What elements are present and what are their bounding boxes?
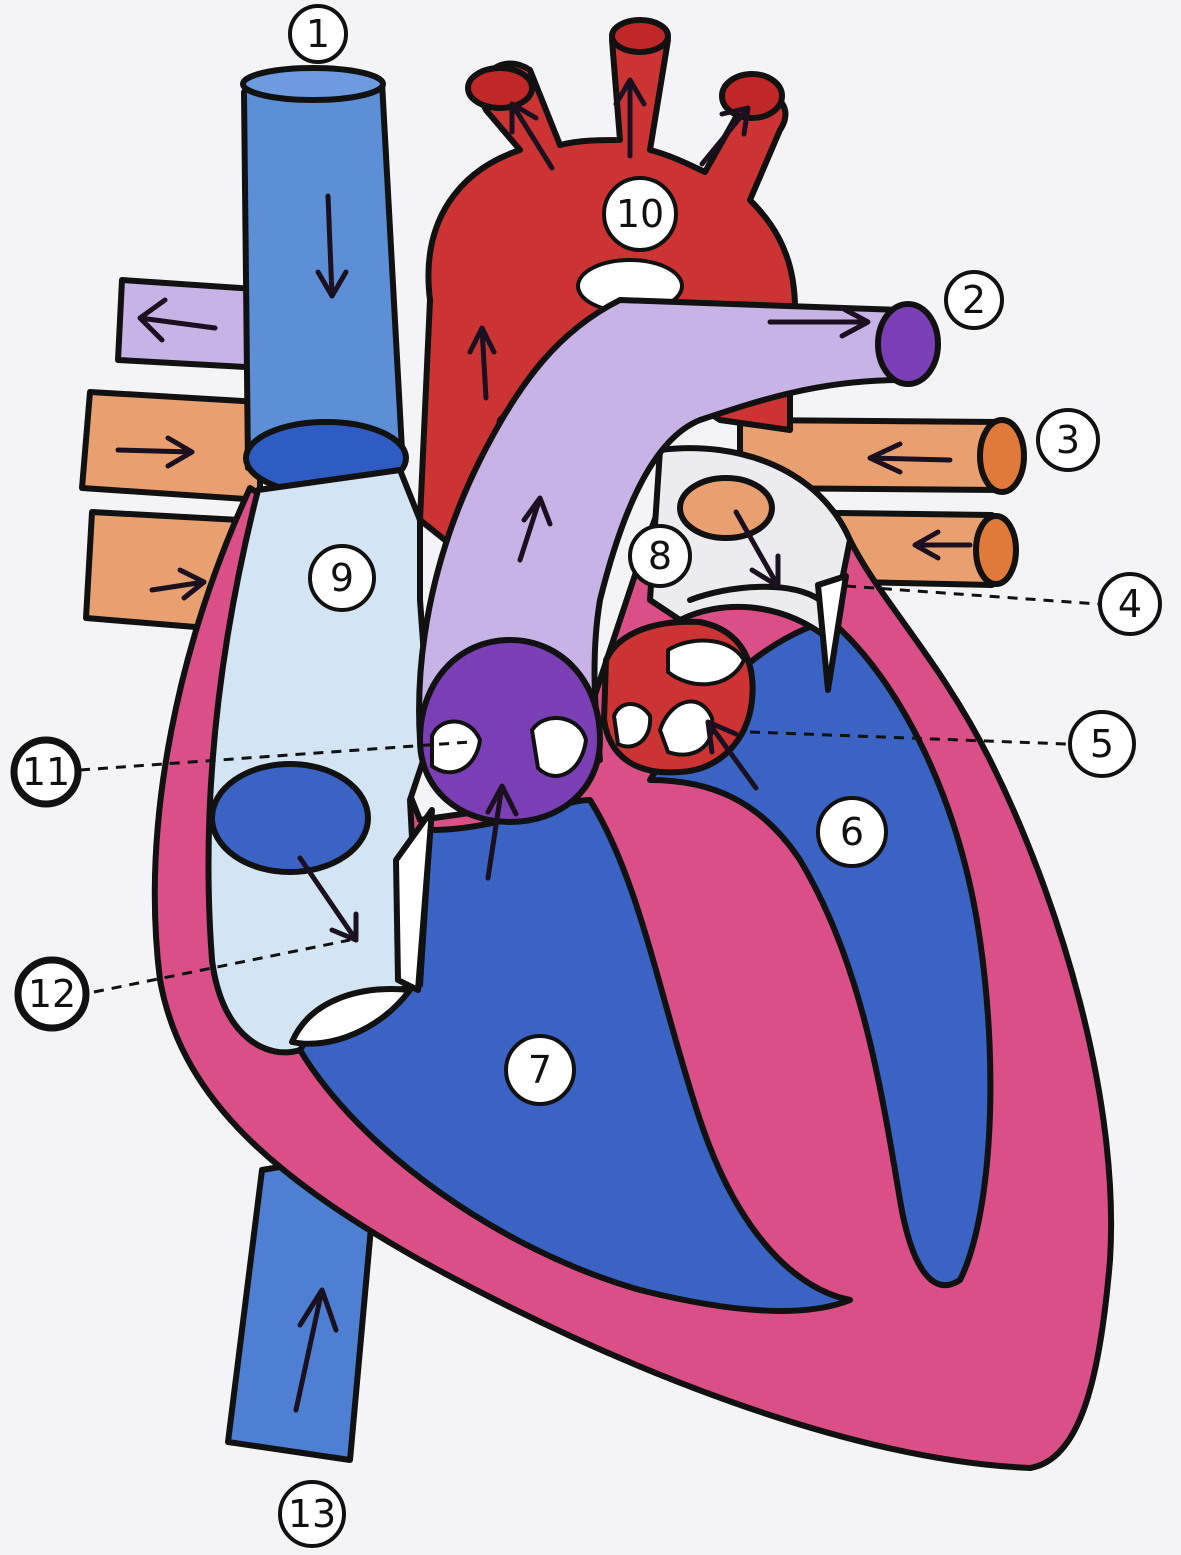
label-9: 9 <box>310 546 374 610</box>
label-4: 4 <box>1100 574 1160 634</box>
svg-text:5: 5 <box>1090 722 1114 766</box>
label-7: 7 <box>506 1036 574 1104</box>
svg-text:13: 13 <box>288 1492 336 1536</box>
svg-text:3: 3 <box>1056 418 1080 462</box>
label-5: 5 <box>1070 712 1134 776</box>
svg-text:9: 9 <box>330 556 354 600</box>
label-8: 8 <box>630 526 690 586</box>
label-3: 3 <box>1038 410 1098 470</box>
label-2: 2 <box>946 272 1002 328</box>
label-1: 1 <box>290 6 346 62</box>
svg-text:2: 2 <box>962 278 986 322</box>
label-6: 6 <box>818 798 886 866</box>
superior-vena-cava <box>243 68 406 494</box>
svg-text:7: 7 <box>528 1048 552 1092</box>
label-12: 12 <box>18 960 86 1028</box>
svg-text:6: 6 <box>840 810 864 854</box>
svg-text:10: 10 <box>616 192 664 236</box>
svg-text:8: 8 <box>648 534 672 578</box>
svg-text:1: 1 <box>306 12 330 56</box>
label-10: 10 <box>604 178 676 250</box>
svg-text:12: 12 <box>28 972 76 1016</box>
svg-text:4: 4 <box>1118 582 1142 626</box>
label-13: 13 <box>280 1482 344 1546</box>
svg-text:11: 11 <box>22 750 70 794</box>
label-11: 11 <box>14 740 78 804</box>
